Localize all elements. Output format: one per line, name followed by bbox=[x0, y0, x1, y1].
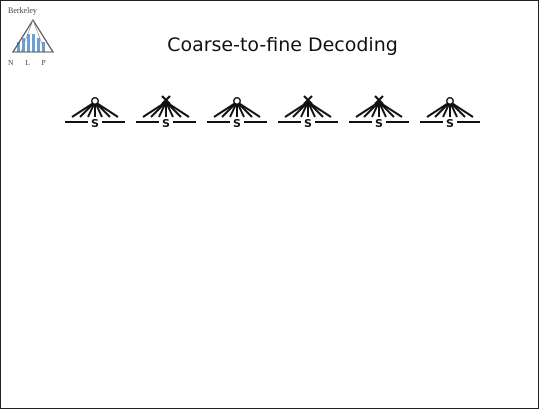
parse-tree-4: S bbox=[275, 93, 341, 133]
tree-fan-icon bbox=[349, 95, 409, 123]
slide-title: Coarse-to-fine Decoding bbox=[167, 34, 398, 56]
berkeley-nlp-logo: Berkeley N L P bbox=[8, 6, 60, 68]
tree-label: S bbox=[91, 117, 99, 130]
tree-label: S bbox=[233, 117, 241, 130]
tree-logo-icon bbox=[12, 18, 54, 53]
parse-tree-2: S bbox=[133, 93, 199, 133]
logo-top-text: Berkeley bbox=[8, 6, 37, 15]
parse-tree-3: S bbox=[204, 93, 270, 133]
tree-label: S bbox=[162, 117, 170, 130]
tree-fan-icon bbox=[207, 97, 267, 123]
tree-fan-icon bbox=[278, 95, 338, 123]
tree-label: S bbox=[375, 117, 383, 130]
logo-bottom-text: N L P bbox=[8, 58, 51, 67]
tree-fan-icon bbox=[65, 97, 125, 123]
tree-label: S bbox=[304, 117, 312, 130]
parse-tree-1: S bbox=[62, 93, 128, 133]
parse-tree-6: S bbox=[417, 93, 483, 133]
parse-tree-5: S bbox=[346, 93, 412, 133]
tree-fan-icon bbox=[420, 97, 480, 123]
tree-fan-icon bbox=[136, 95, 196, 123]
tree-label: S bbox=[446, 117, 454, 130]
